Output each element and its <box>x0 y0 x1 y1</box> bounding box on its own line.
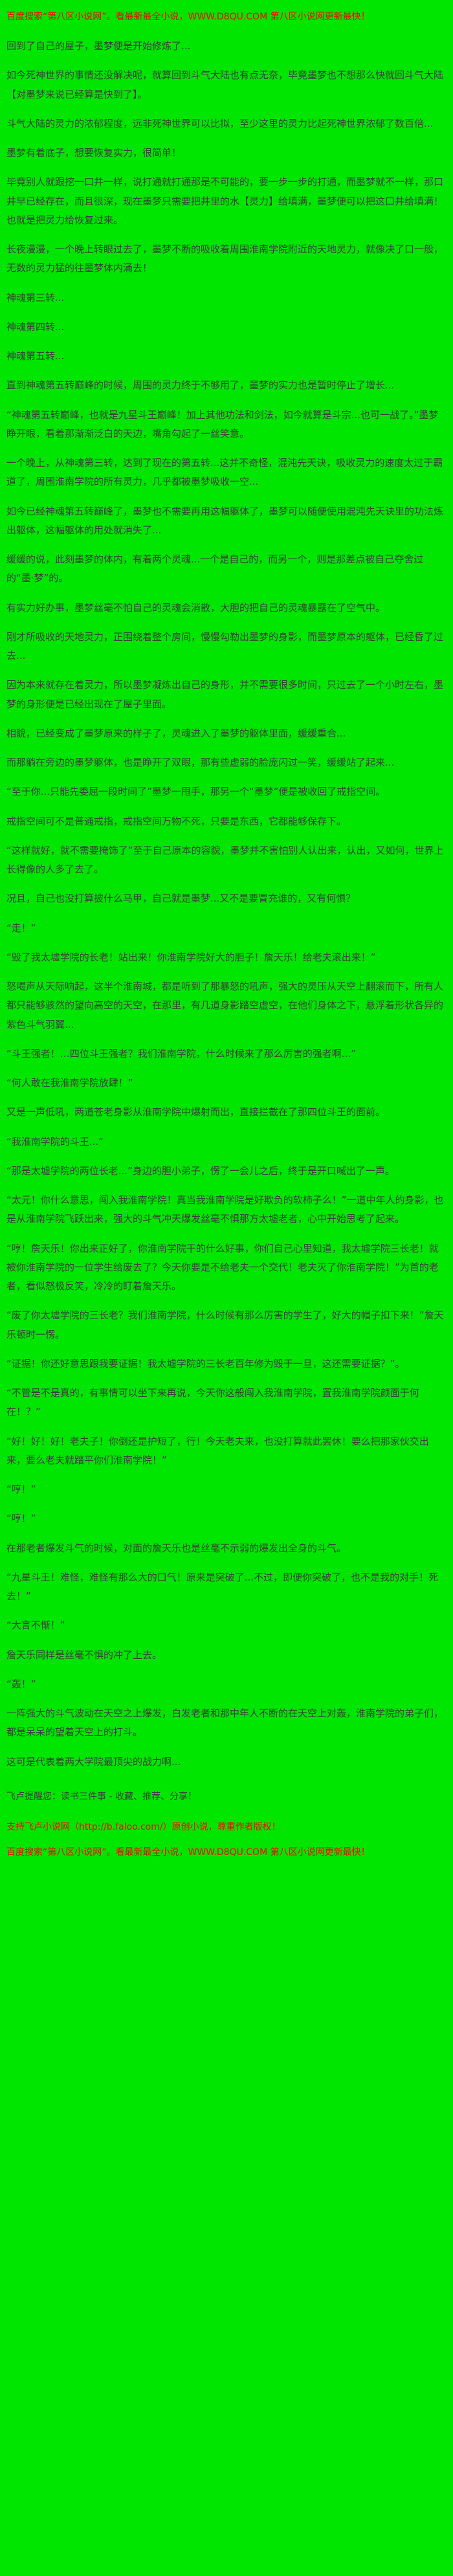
novel-paragraph: 因为本来就存在着灵力，所以墨梦凝炼出自己的身形，并不需要很多时间，只过去了一个小… <box>6 679 444 710</box>
novel-paragraph: “神魂第五转巅峰，也就是九星斗王巅峰！加上其他功法和剑法，如今就算是斗宗...也… <box>6 408 439 439</box>
novel-paragraph: “这样就好，就不需要掩饰了”至于自己原本的容貌，墨梦并不害怕别人认出来，认出，又… <box>6 844 444 876</box>
novel-paragraph: “废了你太墟学院的三长老？我们淮南学院，什么时候有那么厉害的学生了，好大的帽子扣… <box>6 1309 444 1340</box>
novel-body: 回到了自己的屋子，墨梦便是开始修炼了... 如今死神世界的事情还没解决呢，就算回到… <box>6 37 447 1771</box>
novel-paragraph: 神魂第三转... <box>6 291 65 304</box>
novel-paragraph: 直到神魂第五转巅峰的时候，周围的灵力终于不够用了，墨梦的实力也是暂时停止了增长.… <box>6 379 395 392</box>
novel-paragraph: 在那老者爆发斗气的时候，对面的詹天乐也是丝毫不示弱的爆发出全身的斗气。 <box>6 1542 347 1554</box>
novel-paragraph: “至于你...只能先委屈一段时间了”墨梦一甩手，那另一个“墨梦”便是被收回了戒指… <box>6 786 386 798</box>
novel-paragraph: “哼！” <box>6 1513 36 1525</box>
novel-paragraph: “好！好！好！老夫子！你倒还是护短了，行！今天老夫来，也没打算就此罢休！要么把那… <box>6 1435 429 1466</box>
novel-paragraph: 神魂第四转... <box>6 320 65 333</box>
novel-paragraph: 又是一声低吼，两道苍老身影从淮南学院中爆射而出，直接拦截在了那四位斗王的面前。 <box>6 1106 386 1118</box>
novel-paragraph: “那是太墟学院的两位长老...”身边的胆小弟子，愣了一会儿之后，终于是开口喊出了… <box>6 1164 395 1177</box>
novel-paragraph: 詹天乐同样是丝毫不惧的冲了上去。 <box>6 1649 162 1661</box>
novel-paragraph: 刚才所吸收的天地灵力，正围绕着整个房间，慢慢勾勒出墨梦的身影，而墨梦原本的躯体，… <box>6 630 444 662</box>
novel-paragraph: 怒喝声从天际响起，这半个淮南城，都是听到了那暴怒的吼声，强大的灵压从天空上翻滚而… <box>6 981 444 1030</box>
novel-paragraph: “斗王强者！…四位斗王强者？我们淮南学院，什么时候来了那么厉害的强者啊...” <box>6 1047 356 1060</box>
novel-paragraph: 况且，自己也没打算披什么马甲，自己就是墨梦...又不是要冒充谁的，又有何惧？ <box>6 893 356 905</box>
novel-paragraph: 相貌，已经变成了墨梦原来的样子了，灵魂进入了墨梦的躯体里面，缓缓重合... <box>6 727 346 739</box>
novel-paragraph: “不管是不是真的，有事情可以坐下来再说，今天你这般闯入我淮南学院，置我淮南学院颜… <box>6 1387 419 1418</box>
faloo-support-link[interactable]: 支持飞卢小说网（http://b.faloo.com/）原创小说，尊重作者版权！ <box>6 1821 281 1832</box>
novel-paragraph: 毕竟别人就跟挖一口井一样，说打通就打通那是不可能的，要一步一步的打通，而墨梦就不… <box>6 176 444 226</box>
novel-paragraph: “证据！你还好意思跟我要证据！我太墟学院的三长老百年修为毁于一旦，这还需要证据？… <box>6 1357 405 1370</box>
novel-paragraph: 一个晚上，从神魂第三转，达到了现在的第五转...这并不奇怪，混沌先天诀，吸收灵力… <box>6 457 443 488</box>
novel-paragraph: 斗气大陆的灵力的浓郁程度，远非死神世界可以比拟，至少这里的灵力比起死神世界浓郁了… <box>6 117 434 129</box>
novel-paragraph: “何人敢在我淮南学院放肆！” <box>6 1077 133 1089</box>
novel-paragraph: 神魂第五转... <box>6 350 65 362</box>
novel-paragraph: “走！” <box>6 922 36 934</box>
novel-paragraph: 戒指空间可不是普通戒指，戒指空间万物不死，只要是东西，它都能够保存下。 <box>6 815 347 827</box>
novel-paragraph: “毁了我太墟学院的长老！站出来！你淮南学院好大的胆子！詹天乐！给老夫滚出来！” <box>6 951 376 963</box>
novel-paragraph: 如今死神世界的事情还没解决呢，就算回到斗气大陆也有点无奈，毕竟墨梦也不想那么快就… <box>6 69 444 100</box>
novel-paragraph: “九星斗王！难怪，难怪有那么大的口气！原来是突破了...不过，即便你突破了，也不… <box>6 1571 439 1603</box>
novel-paragraph: 回到了自己的屋子，墨梦便是开始修炼了... <box>6 40 191 52</box>
novel-paragraph: “大言不惭！” <box>6 1619 65 1632</box>
novel-paragraph: 有实力好办事，墨梦丝毫不怕自己的灵魂会消散，大胆的把自己的灵魂暴露在了空气中。 <box>6 601 386 614</box>
novel-paragraph: 墨梦有着底子，想要恢复实力，很简单！ <box>6 147 182 159</box>
novel-paragraph: “太元！你什么意思，闯入我淮南学院！真当我淮南学院是好欺负的软柿子么！”一道中年… <box>6 1194 444 1225</box>
novel-paragraph: 如今已经神魂第五转巅峰了，墨梦也不需要再用这幅躯体了，墨梦可以随便使用混沌先天诀… <box>6 505 444 536</box>
novel-paragraph: “哼！” <box>6 1483 36 1496</box>
faloo-reminder: 飞卢提醒您：读书三件事 - 收藏、推荐、分享！ <box>6 1791 197 1802</box>
novel-paragraph: 一阵强大的斗气波动在天空之上爆发，白发老者和那中年人不断的在天空上对轰，淮南学院… <box>6 1707 444 1738</box>
novel-paragraph: “轰！” <box>6 1678 36 1690</box>
novel-paragraph: “我淮南学院的斗王...” <box>6 1135 104 1148</box>
novel-paragraph: 而那躺在旁边的墨梦躯体，也是睁开了双眼，那有些虚弱的脸庞闪过一笑，缓缓站了起来.… <box>6 757 395 769</box>
novel-paragraph: 长夜漫漫，一个晚上转眼过去了，墨梦不断的吸收着周围淮南学院附近的天地灵力，就像决… <box>6 243 444 274</box>
novel-paragraph: “哼！詹天乐！你出来正好了，你淮南学院干的什么好事，你们自己心里知道，我太墟学院… <box>6 1242 439 1293</box>
novel-paragraph: 缓缓的说，此刻墨梦的体内，有着两个灵魂...一个是自己的，而另一个，则是那差点被… <box>6 553 424 584</box>
header-site-notice[interactable]: 百度搜索“第八区小说网”。看最新最全小说，WWW.D8QU.COM 第八区小说网… <box>6 12 370 22</box>
footer-site-notice[interactable]: 百度搜索“第八区小说网”。看最新最全小说，WWW.D8QU.COM 第八区小说网… <box>6 1847 370 1858</box>
novel-paragraph: 这可是代表着两大学院最顶尖的战力啊... <box>6 1755 181 1768</box>
